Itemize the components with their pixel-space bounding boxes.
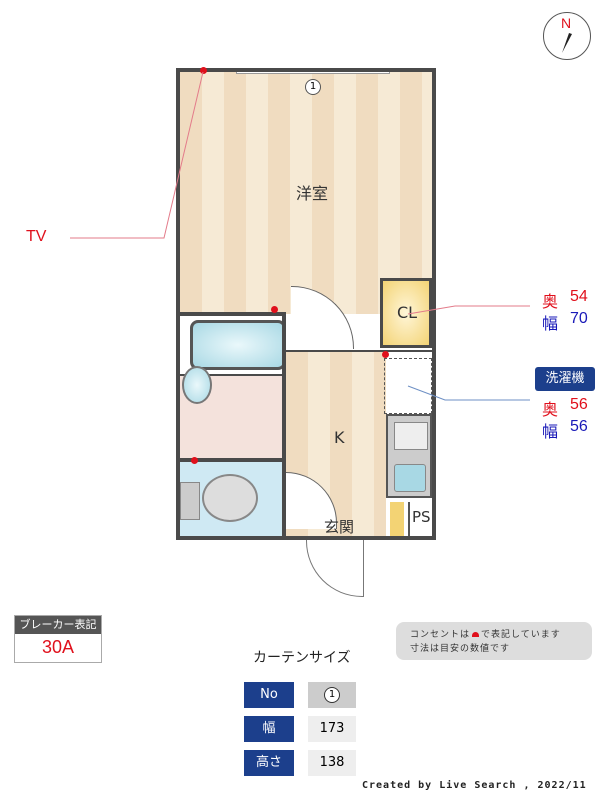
window-marker: 1 bbox=[305, 79, 321, 95]
washer-width-value: 56 bbox=[570, 418, 588, 435]
closet-depth-label: 奥 bbox=[542, 294, 559, 311]
breaker-value: 30A bbox=[41, 637, 75, 657]
washer-depth-value: 56 bbox=[570, 396, 588, 413]
ps-label: PS bbox=[412, 508, 431, 526]
outlet-dot bbox=[191, 457, 198, 464]
breaker-title: ブレーカー表記 bbox=[15, 616, 101, 634]
sink bbox=[182, 366, 212, 404]
tv-label: TV bbox=[26, 228, 47, 245]
closet-width-value: 70 bbox=[570, 310, 588, 327]
outlet-icon bbox=[472, 632, 480, 637]
bathtub bbox=[190, 320, 286, 370]
kitchen-sink bbox=[394, 464, 426, 492]
kitchen-counter bbox=[386, 414, 432, 498]
outlet-dot bbox=[200, 67, 207, 74]
pipe-space-box: PS bbox=[408, 502, 434, 536]
wall bbox=[282, 312, 286, 538]
breaker-box: ブレーカー表記 30A bbox=[14, 615, 102, 663]
wall bbox=[176, 536, 436, 540]
wall bbox=[286, 350, 436, 352]
toilet-tank bbox=[180, 482, 200, 520]
curtain-row: 幅 173 bbox=[244, 716, 356, 742]
floor-plan: CL PS 洋室 K 玄関 1 bbox=[176, 67, 436, 540]
western-room-label: 洋室 bbox=[296, 184, 329, 203]
wall bbox=[432, 68, 436, 540]
washer-width-label: 幅 bbox=[542, 424, 559, 441]
curtain-row: 高さ 138 bbox=[244, 750, 356, 776]
pipe-space bbox=[390, 502, 404, 536]
closet: CL bbox=[380, 278, 432, 348]
washer-depth-label: 奥 bbox=[542, 402, 559, 419]
wall bbox=[176, 68, 436, 72]
closet-label: CL bbox=[397, 303, 418, 322]
stove bbox=[394, 422, 428, 450]
closet-depth-value: 54 bbox=[570, 288, 588, 305]
washroom bbox=[180, 366, 284, 462]
compass: N bbox=[543, 12, 591, 60]
washer-space bbox=[384, 358, 432, 414]
credit: Created by Live Search , 2022/11 bbox=[362, 780, 587, 791]
bathroom bbox=[180, 314, 286, 378]
entrance-label: 玄関 bbox=[324, 518, 355, 536]
wall bbox=[176, 68, 180, 540]
kitchen-label: K bbox=[334, 428, 345, 447]
notes-box: コンセントはで表記しています 寸法は目安の数値です bbox=[396, 622, 592, 660]
curtain-title: カーテンサイズ bbox=[253, 650, 351, 666]
outlet-dot bbox=[271, 306, 278, 313]
western-room-floor bbox=[180, 72, 432, 314]
closet-width-label: 幅 bbox=[542, 316, 559, 333]
toilet-room bbox=[180, 462, 284, 536]
outlet-dot bbox=[382, 351, 389, 358]
toilet bbox=[202, 474, 258, 522]
curtain-row: No 1 bbox=[244, 682, 356, 708]
north-label: N bbox=[561, 15, 572, 31]
compass-needle-icon bbox=[562, 33, 572, 53]
curtain-table: No 1 幅 173 高さ 138 bbox=[244, 682, 356, 776]
washer-badge: 洗濯機 bbox=[535, 367, 595, 391]
wall bbox=[176, 312, 286, 316]
